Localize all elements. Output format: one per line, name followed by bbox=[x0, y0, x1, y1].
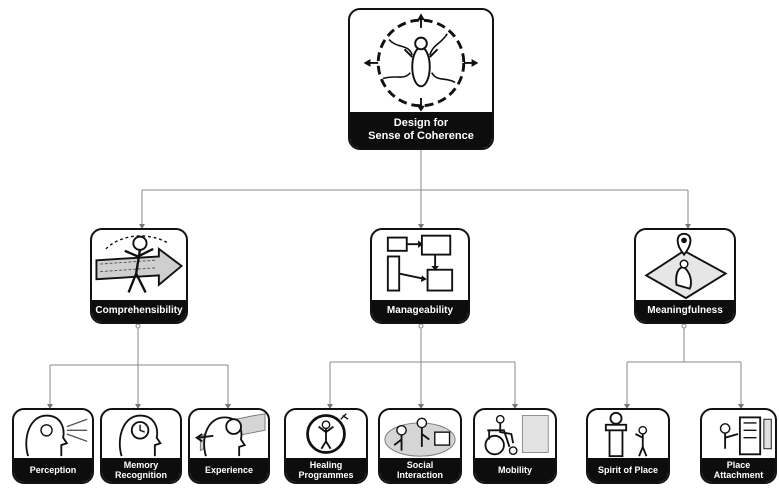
head-eye-icon bbox=[14, 410, 92, 458]
leaf-label: Social Interaction bbox=[380, 458, 460, 482]
leaf-label: Healing Programmes bbox=[286, 458, 366, 482]
category-label: Manageability bbox=[372, 300, 468, 322]
compass-figure-icon bbox=[350, 10, 492, 112]
root-label: Design for Sense of Coherence bbox=[350, 112, 492, 148]
root-node: Design for Sense of Coherence bbox=[348, 8, 494, 150]
category-label: Comprehensibility bbox=[92, 300, 186, 322]
category-label: Meaningfulness bbox=[636, 300, 734, 322]
leaf-label: Place Attachment bbox=[702, 458, 775, 482]
leaf-healing-programmes: Healing Programmes bbox=[284, 408, 368, 484]
head-magnifier-icon bbox=[190, 410, 268, 458]
leaf-label: Memory Recognition bbox=[102, 458, 180, 482]
leaf-spirit-of-place: Spirit of Place bbox=[586, 408, 670, 484]
leaf-perception: Perception bbox=[12, 408, 94, 484]
place-pin-icon bbox=[636, 230, 734, 300]
leaf-memory-recognition: Memory Recognition bbox=[100, 408, 182, 484]
leaf-label: Experience bbox=[190, 458, 268, 482]
leaf-mobility: Mobility bbox=[473, 408, 557, 484]
category-manageability: Manageability bbox=[370, 228, 470, 324]
leaf-label: Spirit of Place bbox=[588, 458, 668, 482]
leaf-social-interaction: Social Interaction bbox=[378, 408, 462, 484]
category-comprehensibility: Comprehensibility bbox=[90, 228, 188, 324]
leaf-experience: Experience bbox=[188, 408, 270, 484]
figure-circle-icon bbox=[286, 410, 366, 458]
leaf-label: Perception bbox=[14, 458, 92, 482]
category-meaningfulness: Meaningfulness bbox=[634, 228, 736, 324]
head-clock-icon bbox=[102, 410, 180, 458]
person-door-icon bbox=[702, 410, 775, 458]
person-arrow-icon bbox=[92, 230, 186, 300]
monument-person-icon bbox=[588, 410, 668, 458]
people-group-icon bbox=[380, 410, 460, 458]
leaf-place-attachment: Place Attachment bbox=[700, 408, 777, 484]
wheelchair-icon bbox=[475, 410, 555, 458]
blocks-flow-icon bbox=[372, 230, 468, 300]
leaf-label: Mobility bbox=[475, 458, 555, 482]
